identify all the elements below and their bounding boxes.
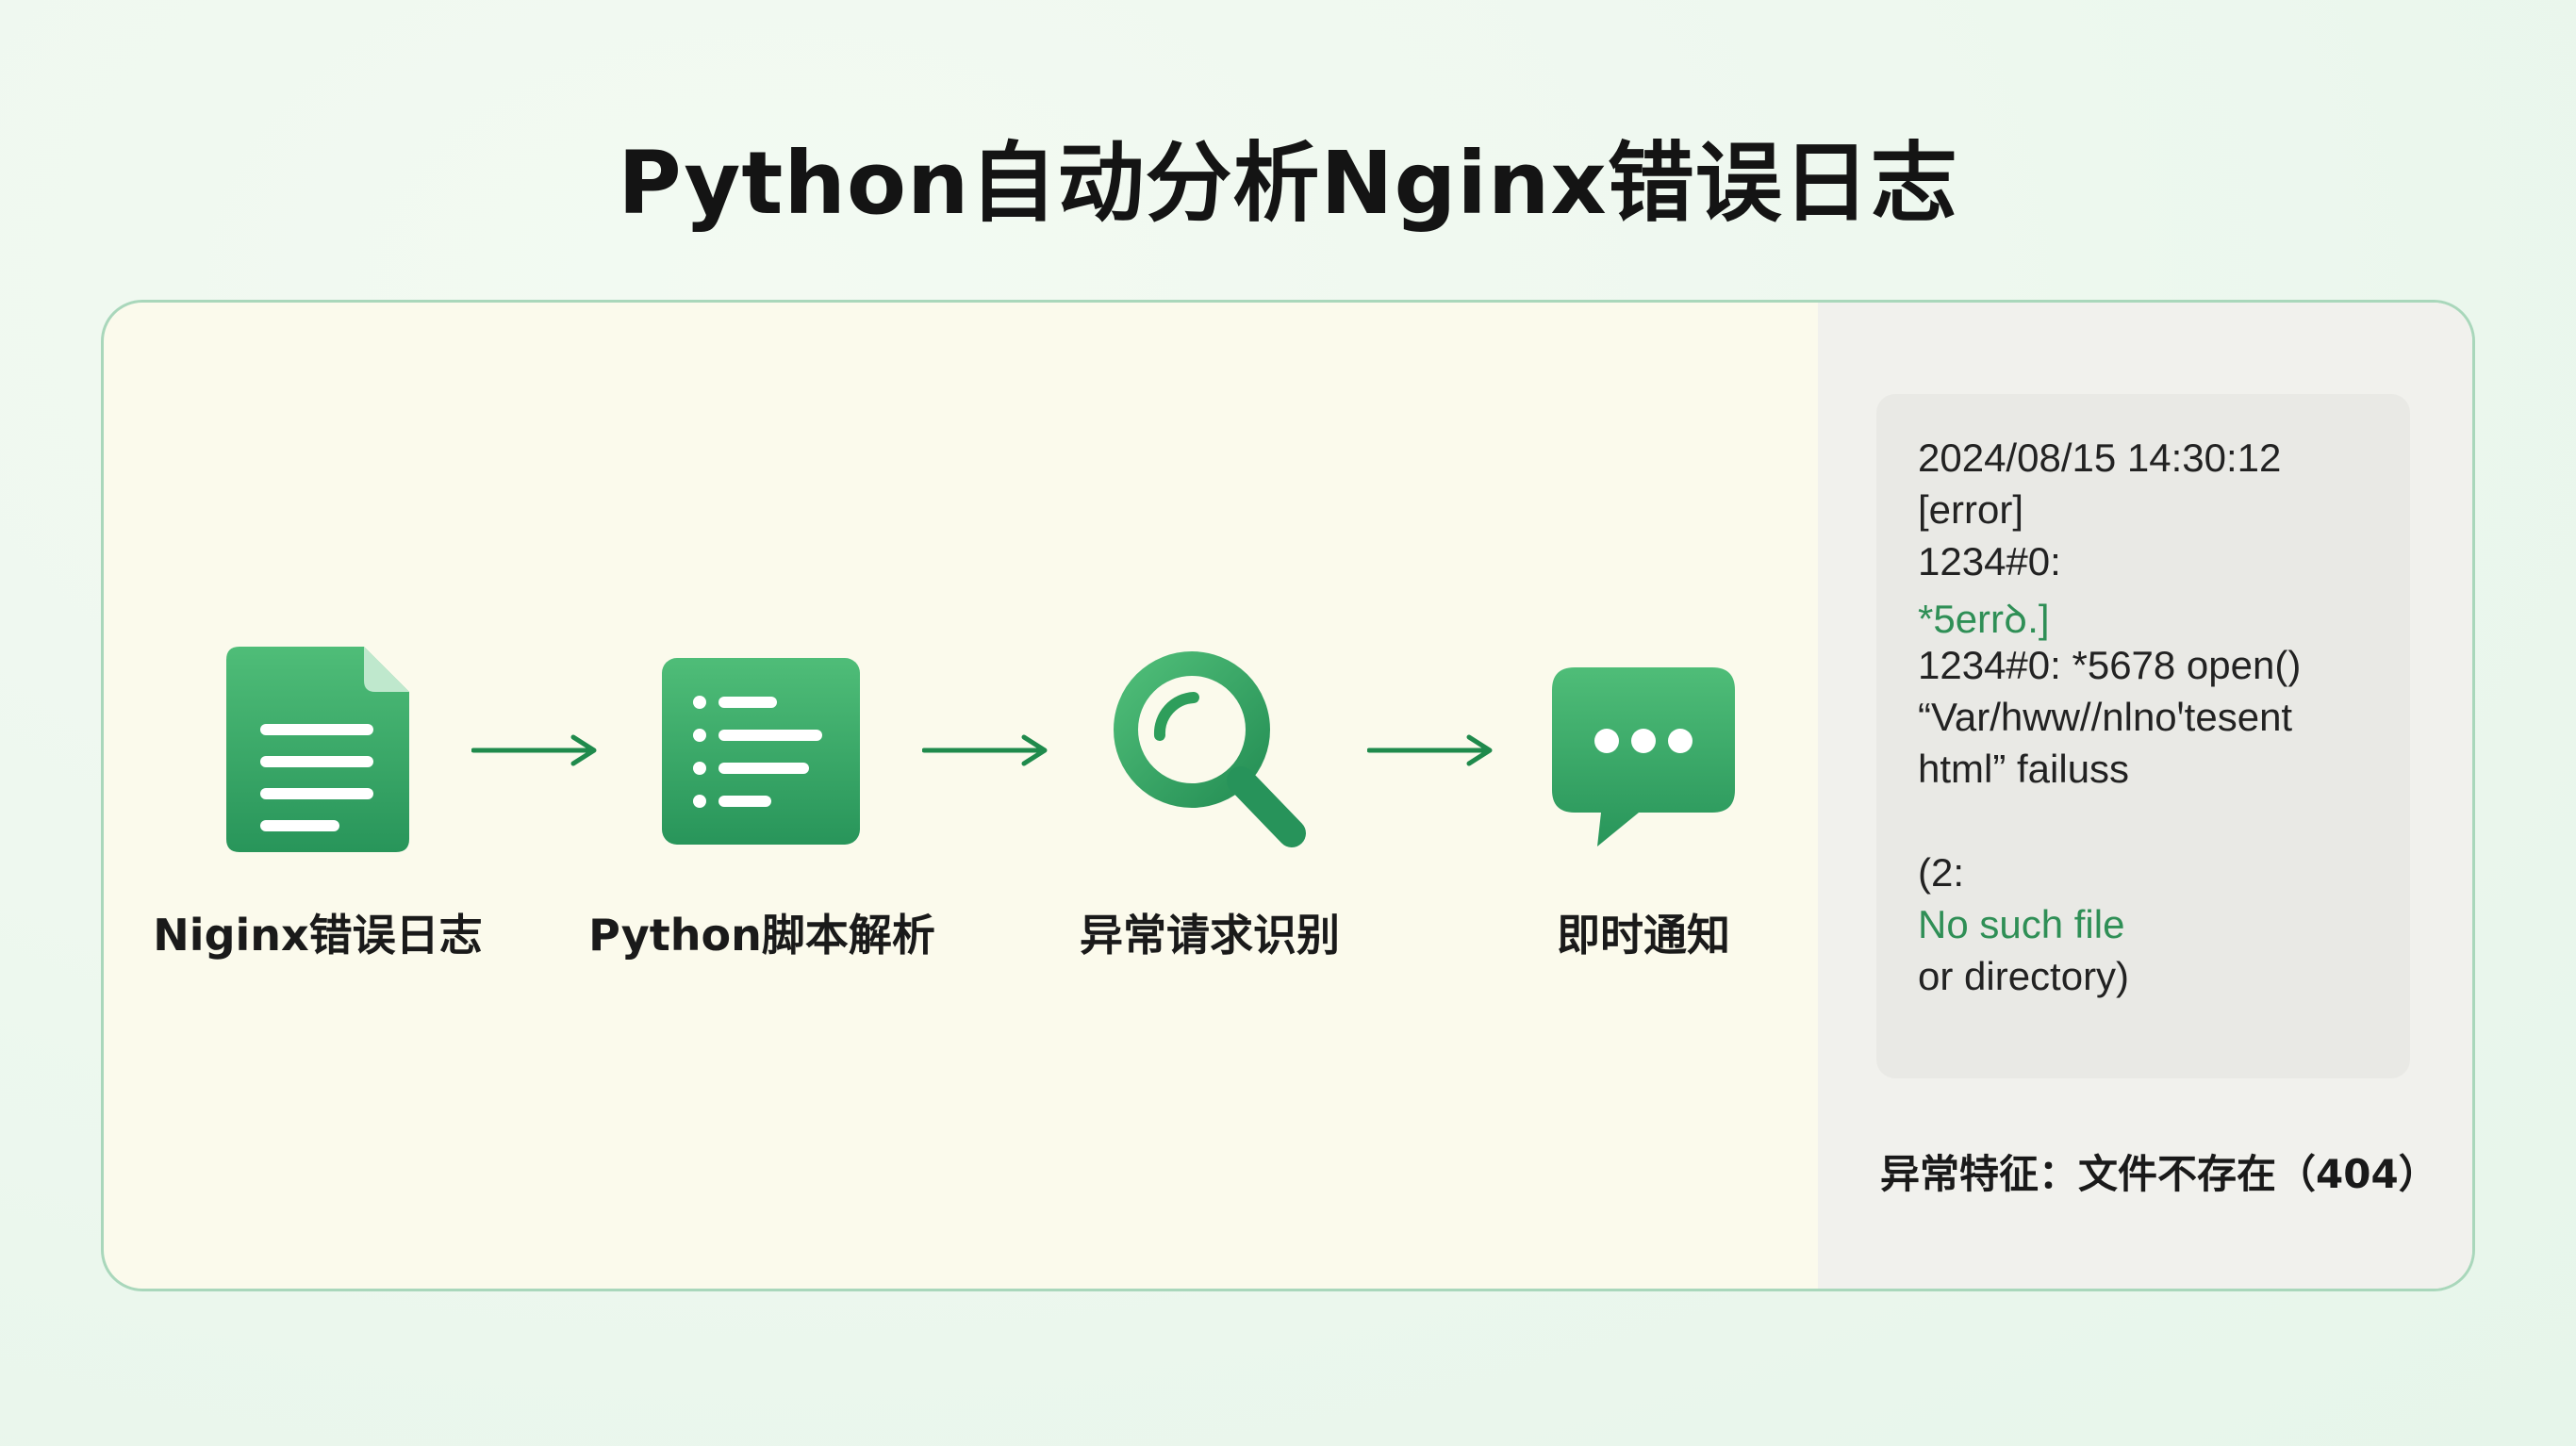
step-label-python-parse: Python脚本解析 (588, 910, 935, 961)
log-excerpt-box (1876, 394, 2410, 1078)
log-line: [error] (1918, 487, 2024, 532)
log-line: html” failuss (1918, 747, 2130, 791)
arrow-right-icon (471, 734, 597, 766)
magnifier-icon (1114, 651, 1306, 847)
log-line: No such file (1918, 902, 2125, 946)
log-line: (2: (1918, 850, 1965, 895)
log-line: 1234#0: (1918, 539, 2061, 583)
step-label-anomaly-detect: 异常请求识别 (1080, 910, 1340, 961)
log-line: 2024/08/15 14:30:12 (1918, 435, 2282, 480)
anomaly-feature-text: 异常特征：文件不存在（404） (1880, 1151, 2438, 1197)
step-label-instant-notify: 即时通知 (1557, 910, 1730, 961)
step-label-log-source: Niginx错误日志 (153, 910, 483, 961)
document-icon (226, 647, 409, 852)
arrow-right-icon (922, 734, 1048, 766)
arrow-right-icon (1367, 734, 1493, 766)
log-line: 1234#0: *5678 open() (1918, 643, 2302, 687)
list-icon (662, 658, 860, 845)
log-line: or directory) (1918, 954, 2130, 998)
log-line: “Var/hww//nlnoꞌtesent (1918, 695, 2293, 739)
page-title: Python自动分析Nginx错误日志 (618, 133, 1958, 234)
log-line: *5errꝺ.] (1918, 597, 2050, 641)
chat-bubble-icon (1552, 667, 1735, 846)
